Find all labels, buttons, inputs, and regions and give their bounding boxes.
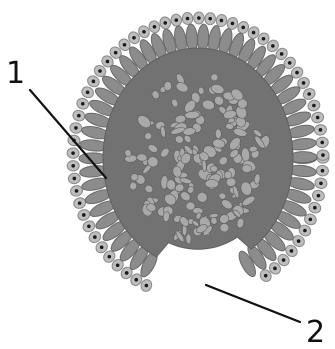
outer-cell-nucleus bbox=[71, 164, 75, 168]
outer-cell-nucleus bbox=[262, 37, 266, 41]
outer-cell-nucleus bbox=[290, 249, 294, 253]
outer-cell-nucleus bbox=[321, 153, 325, 157]
inner-cell bbox=[242, 164, 252, 172]
outer-cell-nucleus bbox=[75, 189, 79, 193]
outer-cell-nucleus bbox=[303, 229, 307, 233]
outer-cell-nucleus bbox=[163, 21, 167, 25]
outer-cell-nucleus bbox=[92, 80, 96, 84]
outer-cell-nucleus bbox=[295, 71, 299, 75]
outer-cell-nucleus bbox=[197, 16, 201, 20]
outer-cell-nucleus bbox=[321, 169, 325, 173]
outer-cell-nucleus bbox=[106, 60, 110, 64]
outer-cell-nucleus bbox=[114, 51, 118, 55]
outer-cell-nucleus bbox=[307, 92, 311, 96]
outer-cell-nucleus bbox=[71, 151, 75, 155]
outer-cell-nucleus bbox=[145, 284, 149, 288]
outer-cell-nucleus bbox=[86, 90, 90, 94]
outer-cell-nucleus bbox=[98, 69, 102, 73]
outer-cell-nucleus bbox=[220, 19, 224, 23]
outer-cell-nucleus bbox=[77, 114, 81, 118]
outer-cell-nucleus bbox=[132, 36, 136, 40]
outer-cell-nucleus bbox=[282, 258, 286, 262]
outer-cell-nucleus bbox=[280, 52, 284, 56]
outer-cell-nucleus bbox=[316, 116, 320, 120]
inner-cell bbox=[205, 179, 219, 188]
outer-cell-nucleus bbox=[302, 81, 306, 85]
outer-cell-nucleus bbox=[73, 177, 77, 181]
outer-cell-nucleus bbox=[116, 263, 120, 267]
outer-cell-nucleus bbox=[74, 126, 78, 130]
inner-cell bbox=[164, 81, 172, 91]
outer-cell-nucleus bbox=[208, 17, 212, 21]
outer-cell-nucleus bbox=[108, 255, 112, 259]
inner-cell bbox=[186, 202, 195, 210]
outer-cell-nucleus bbox=[153, 25, 157, 29]
label-1: 1 bbox=[6, 56, 25, 91]
outer-cell-nucleus bbox=[93, 235, 97, 239]
outer-cell-nucleus bbox=[82, 213, 86, 217]
outer-cell-nucleus bbox=[78, 201, 82, 205]
outer-cell-nucleus bbox=[231, 22, 235, 26]
leader-line-2 bbox=[206, 285, 300, 322]
outer-cell-nucleus bbox=[309, 218, 313, 222]
outer-cell-nucleus bbox=[252, 31, 256, 35]
outer-cell-nucleus bbox=[100, 245, 104, 249]
outer-cell-nucleus bbox=[313, 206, 317, 210]
outer-cell-nucleus bbox=[134, 278, 138, 282]
outer-cell-nucleus bbox=[241, 26, 245, 30]
outer-cell-nucleus bbox=[288, 61, 292, 65]
outer-cell-nucleus bbox=[319, 181, 323, 185]
outer-cell-nucleus bbox=[319, 128, 323, 132]
embryo-structure bbox=[67, 12, 329, 293]
outer-cell-nucleus bbox=[123, 43, 127, 47]
inner-cell bbox=[186, 234, 192, 244]
label-2: 2 bbox=[306, 315, 325, 349]
inner-cell bbox=[215, 129, 221, 139]
outer-cell-nucleus bbox=[312, 104, 316, 108]
outer-cell-nucleus bbox=[142, 30, 146, 34]
outer-cell-nucleus bbox=[174, 18, 178, 22]
outer-cell-nucleus bbox=[87, 225, 91, 229]
outer-cell-nucleus bbox=[264, 274, 268, 278]
outer-cell-nucleus bbox=[317, 194, 321, 198]
outer-cell-nucleus bbox=[320, 141, 324, 145]
outer-cell-nucleus bbox=[186, 17, 190, 21]
outer-cell-nucleus bbox=[271, 44, 275, 48]
inner-cell bbox=[224, 171, 232, 179]
outer-cell-nucleus bbox=[81, 102, 85, 106]
outer-cell-nucleus bbox=[273, 267, 277, 271]
outer-cell-nucleus bbox=[297, 239, 301, 243]
outer-cell-nucleus bbox=[125, 271, 129, 275]
